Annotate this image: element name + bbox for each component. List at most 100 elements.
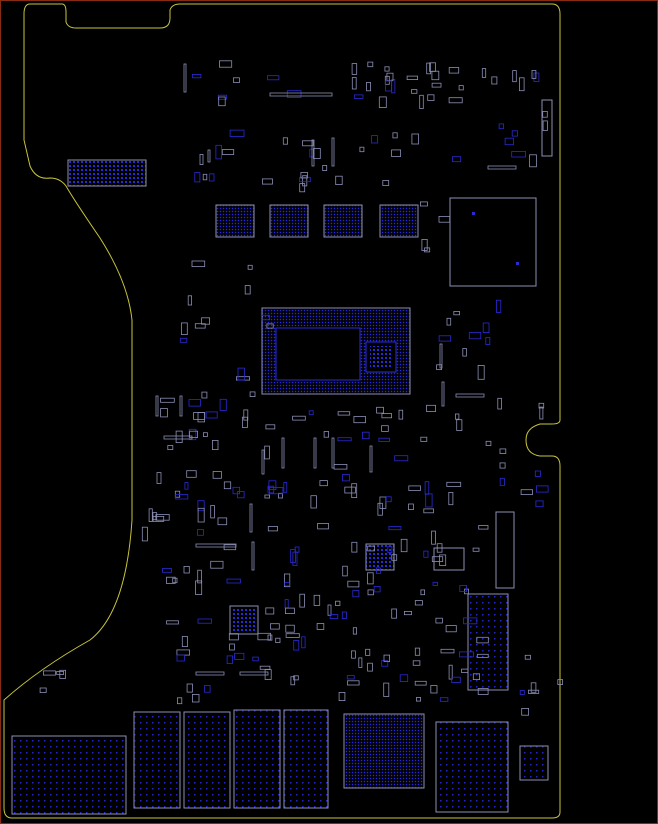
component-footprint — [379, 496, 387, 509]
component-footprint — [186, 470, 197, 478]
component-bar — [313, 437, 317, 469]
component-footprint — [299, 176, 311, 183]
component-footprint — [359, 146, 365, 153]
component-footprint — [371, 135, 378, 144]
component-footprint — [221, 149, 235, 155]
component-footprint — [269, 486, 284, 495]
component-footprint — [511, 151, 527, 158]
component-footprint — [237, 491, 245, 499]
component-footprint — [247, 264, 253, 270]
component-footprint — [438, 335, 452, 342]
component-footprint — [197, 618, 212, 624]
component-footprint — [261, 314, 271, 321]
component-footprint — [337, 437, 352, 442]
memory-chip-row — [215, 204, 419, 238]
component-footprint — [293, 675, 299, 681]
component-footprint — [381, 660, 389, 667]
component-footprint — [511, 130, 518, 137]
component-footprint — [384, 66, 390, 72]
component-footprint — [302, 140, 314, 147]
component-footprint — [299, 593, 305, 608]
component-footprint — [420, 589, 425, 596]
component-footprint — [344, 486, 356, 494]
component-footprint — [512, 70, 517, 83]
component-footprint — [520, 489, 533, 496]
component-footprint — [420, 436, 428, 442]
component-footprint — [367, 662, 373, 672]
component-footprint — [229, 129, 245, 137]
component-footprint — [267, 634, 273, 641]
component-footprint — [398, 409, 404, 420]
component-footprint — [499, 462, 506, 469]
component-footprint — [351, 63, 358, 75]
component-footprint — [425, 493, 433, 508]
component-bar — [269, 92, 333, 97]
component-footprint — [408, 485, 421, 491]
component-footprint — [229, 643, 235, 651]
component-footprint — [333, 463, 348, 470]
component-footprint — [400, 538, 408, 553]
component-footprint — [233, 77, 240, 83]
component-footprint — [436, 543, 443, 553]
component-bar — [183, 63, 187, 93]
component-footprint — [264, 494, 270, 499]
component-footprint — [412, 660, 421, 666]
component-footprint — [267, 75, 280, 81]
component-footprint — [351, 483, 358, 499]
component-footprint — [176, 697, 183, 705]
chip-mid-center — [365, 543, 395, 571]
component-footprint — [313, 594, 321, 606]
component-bar — [261, 449, 265, 475]
component-footprint — [191, 260, 206, 267]
component-footprint — [448, 664, 453, 680]
component-footprint — [215, 144, 222, 160]
module-bottom-6 — [343, 713, 425, 789]
cpu-package — [261, 307, 411, 395]
component-footprint — [419, 201, 428, 207]
component-footprint — [367, 61, 374, 68]
component-footprint — [361, 431, 370, 440]
component-bar — [195, 543, 237, 548]
component-bar — [239, 671, 269, 676]
component-footprint — [270, 623, 280, 630]
component-footprint — [346, 675, 355, 680]
component-bar — [331, 137, 335, 167]
component-footprint — [181, 636, 188, 648]
component-footprint — [353, 416, 366, 424]
component-footprint — [323, 431, 330, 438]
component-footprint — [542, 120, 548, 131]
component-footprint — [265, 424, 276, 430]
component-footprint — [187, 295, 192, 306]
component-bar — [155, 395, 159, 417]
component-footprint — [456, 419, 463, 431]
component-footprint — [141, 526, 148, 542]
component-footprint — [284, 607, 295, 614]
component-footprint — [351, 77, 357, 90]
component-footprint — [383, 682, 390, 697]
component-footprint — [452, 156, 462, 163]
component-footprint — [376, 406, 384, 414]
component-footprint — [385, 496, 392, 503]
component-footprint — [391, 79, 396, 94]
component-footprint — [202, 173, 208, 181]
component-footprint — [432, 581, 438, 586]
module-bottom-8 — [519, 745, 549, 781]
component-footprint — [259, 665, 271, 670]
chip-small-right — [433, 547, 465, 571]
component-footprint — [266, 323, 274, 329]
component-footprint — [252, 656, 259, 662]
component-footprint — [468, 332, 482, 340]
component-footprint — [197, 507, 205, 523]
component-footprint — [283, 482, 288, 493]
component-footprint — [267, 526, 278, 532]
component-footprint — [375, 567, 381, 574]
component-footprint — [292, 415, 306, 421]
component-footprint — [219, 398, 227, 411]
component-bar — [455, 393, 485, 398]
component-footprint — [175, 430, 183, 444]
component-footprint — [529, 154, 537, 168]
component-footprint — [411, 133, 419, 145]
module-bottom-2 — [133, 711, 181, 809]
